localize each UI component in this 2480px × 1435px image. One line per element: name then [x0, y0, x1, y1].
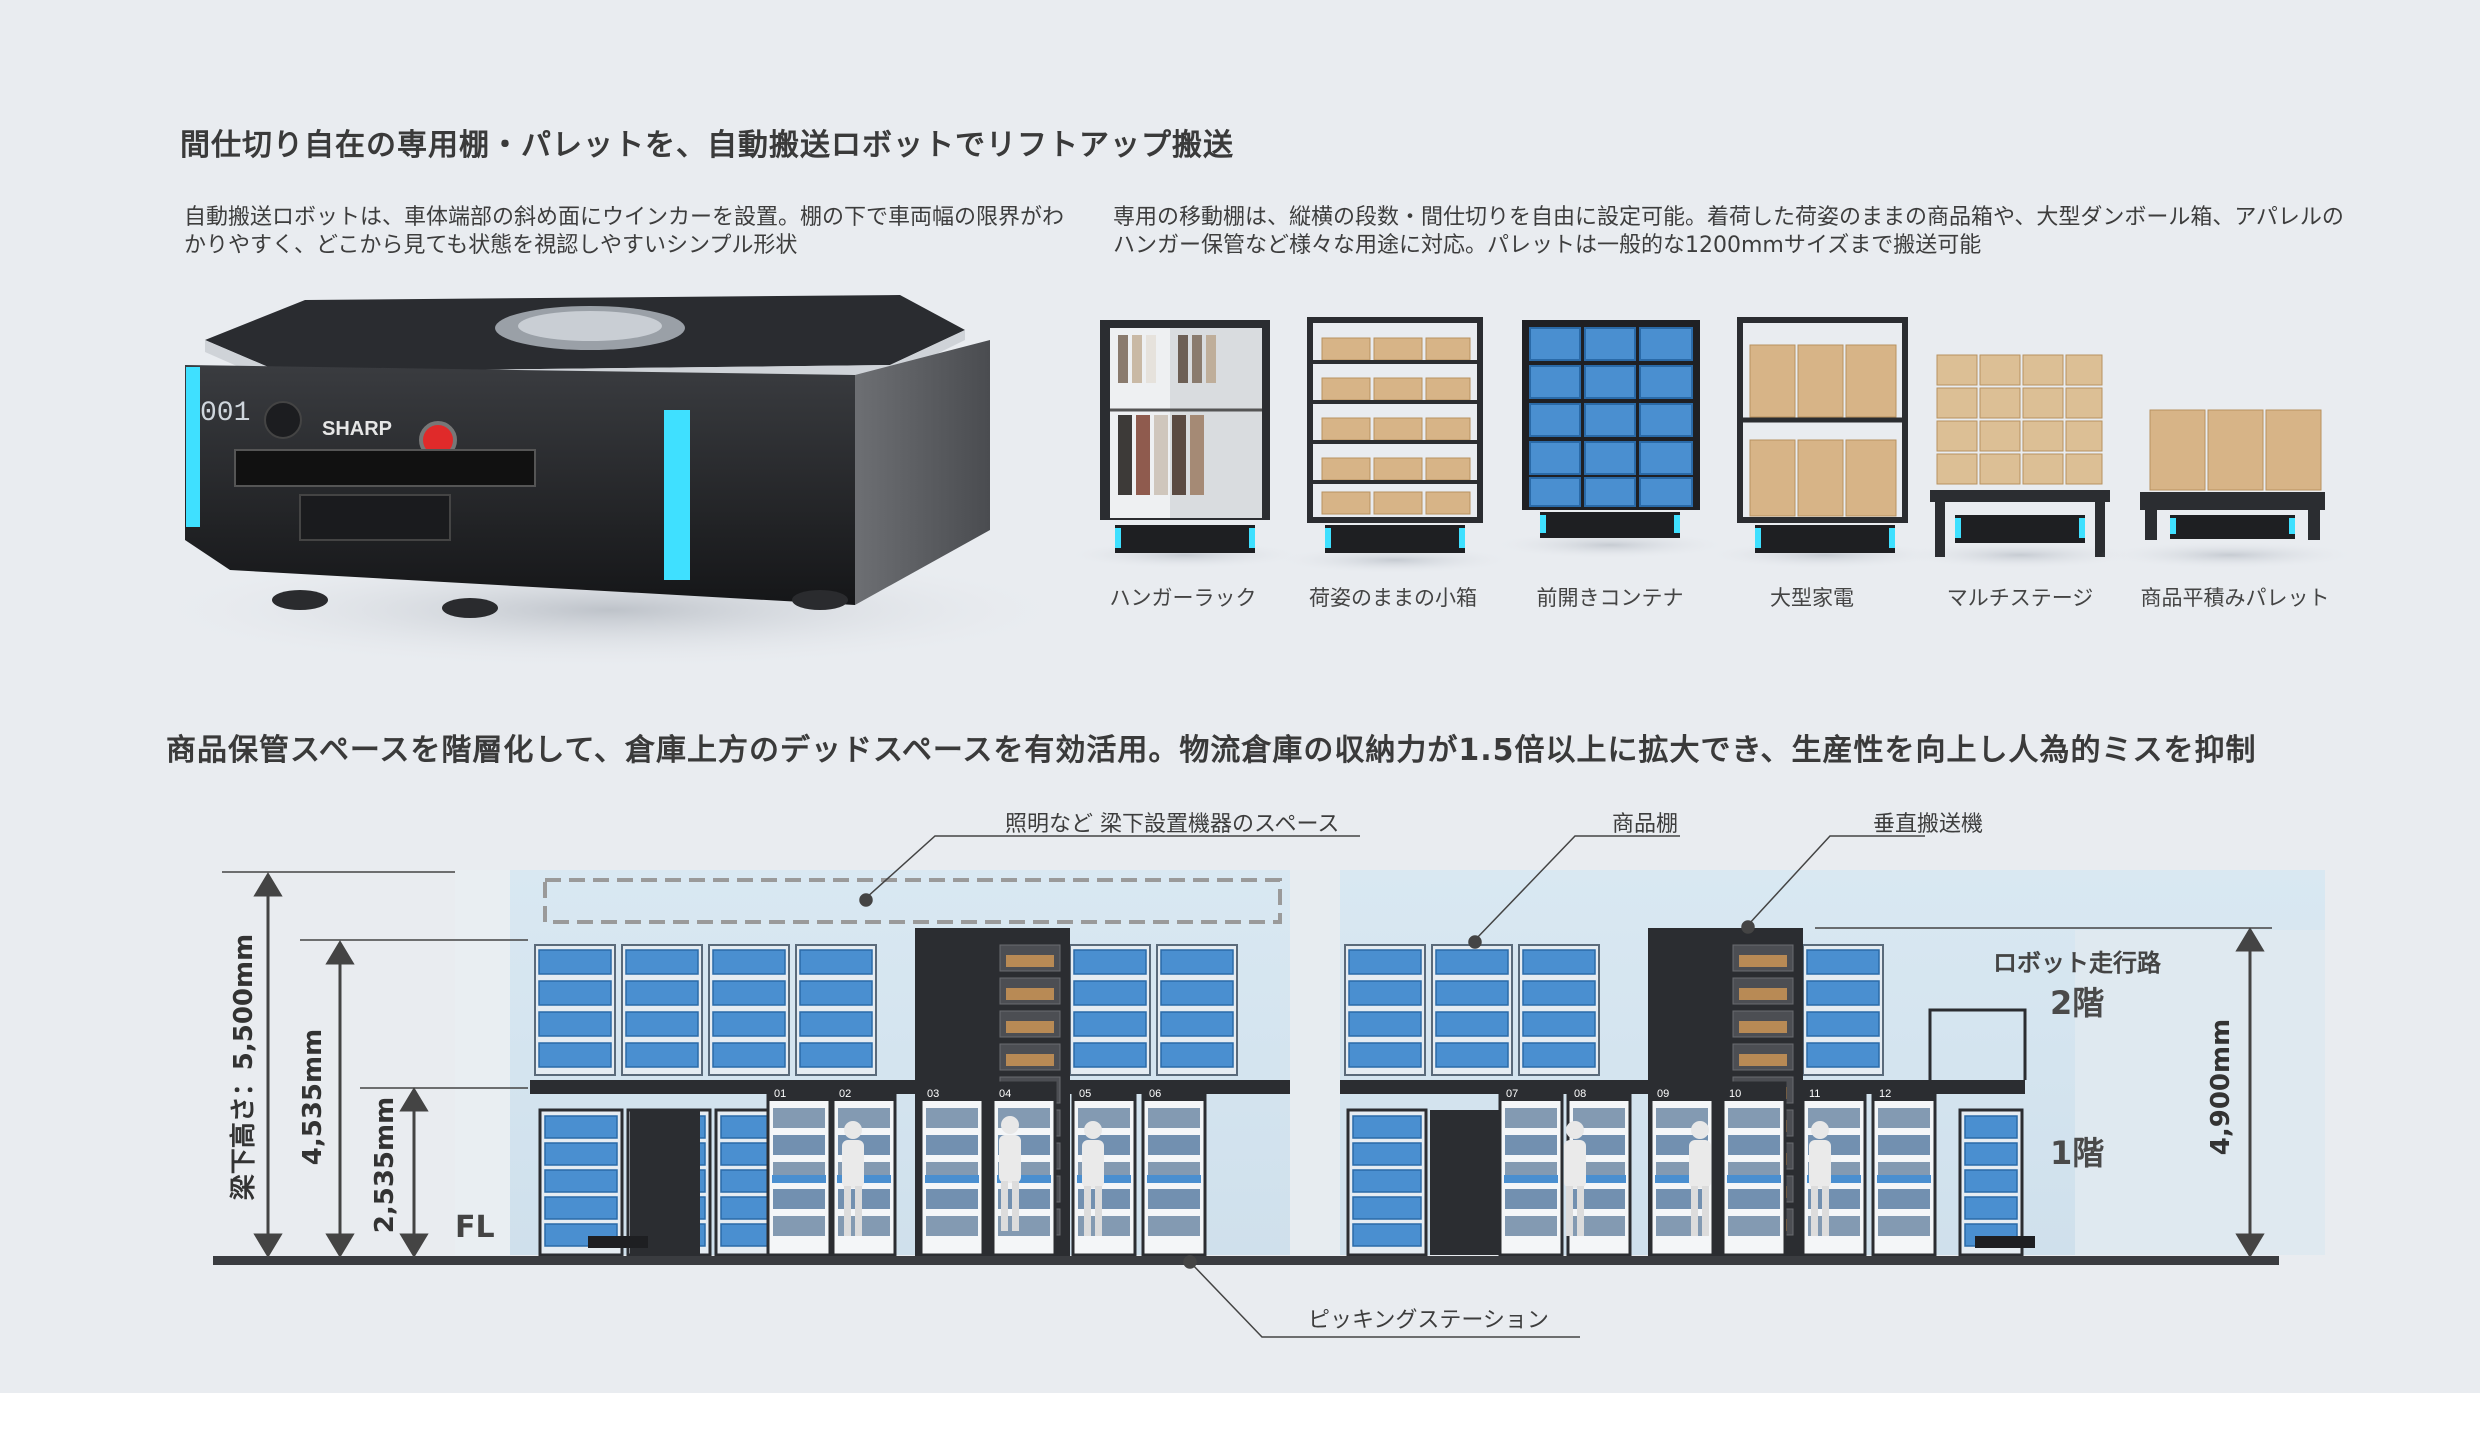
leader-ceiling-space	[865, 835, 1360, 899]
worker-figure	[1082, 1121, 1104, 1236]
callout-picking-station: ピッキングステーション	[1308, 1308, 1549, 1333]
shelf-large-appliances	[1705, 317, 1945, 569]
worker-figure	[1809, 1121, 1831, 1236]
dimension-right-height	[1815, 927, 2272, 1258]
shelf-label-multi-stage: マルチステージ	[1946, 586, 2094, 610]
robot-description: 自動搬送ロボットは、車体端部の斜め面にウインカーを設置。棚の下で車両幅の限界がわ…	[184, 205, 1065, 258]
robot-unit-number: 001	[200, 398, 250, 429]
shelf-flat-pallet	[2100, 409, 2360, 569]
station-number: 09	[1657, 1088, 1669, 1100]
callout-ceiling-space: 照明など 梁下設置機器のスペース	[1005, 812, 1340, 837]
dim-label-right-height: 4,900mm	[2206, 1018, 2236, 1156]
worker-figure	[1564, 1121, 1586, 1236]
shelf-small-boxes	[1275, 317, 1515, 574]
robot-brand-logo: SHARP	[322, 418, 392, 440]
station-number: 12	[1879, 1088, 1891, 1100]
upper-shelves-left	[534, 944, 1238, 1076]
dimension-low-height	[360, 1087, 528, 1258]
worker-figure	[1689, 1121, 1711, 1236]
shelf-multi-stage	[1900, 354, 2140, 569]
lower-shelves	[538, 1108, 2024, 1257]
dimension-mid-height	[300, 939, 528, 1258]
station-number: 06	[1149, 1088, 1161, 1100]
floor-line	[213, 1256, 2279, 1265]
upper-shelves-right	[1344, 944, 1884, 1076]
section-heading-bottom: 商品保管スペースを階層化して、倉庫上方のデッドスペースを有効活用。物流倉庫の収納…	[166, 733, 2257, 768]
station-number: 02	[839, 1088, 851, 1100]
station-number: 05	[1079, 1088, 1091, 1100]
floor-level-label: FL	[455, 1210, 495, 1245]
dim-label-beam-height: 梁下高さ：5,500mm	[229, 933, 259, 1201]
second-floor-label: 2階	[2050, 984, 2105, 1022]
section-heading-top: 間仕切り自在の専用棚・パレットを、自動搬送ロボットでリフトアップ搬送	[180, 128, 1234, 163]
shelf-label-front-open-containers: 前開きコンテナ	[1536, 586, 1684, 610]
shelf-label-small-boxes: 荷姿のままの小箱	[1309, 586, 1477, 610]
dim-label-low-height: 2,535mm	[370, 1096, 400, 1234]
ceiling-equipment-space	[543, 878, 1282, 924]
robot-left-light	[186, 367, 200, 527]
shelf-label-flat-pallet: 商品平積みパレット	[2140, 586, 2330, 610]
shelf-hanger-rack	[1065, 320, 1305, 569]
station-number: 10	[1729, 1088, 1741, 1100]
leader-vertical-conveyor	[1747, 835, 1925, 926]
first-floor-label: 1階	[2050, 1134, 2105, 1172]
callout-product-shelf: 商品棚	[1612, 812, 1679, 837]
dimension-beam-height	[222, 871, 455, 1258]
worker-figure	[842, 1121, 864, 1236]
shelves-description: 専用の移動棚は、縦横の段数・間仕切りを自由に設定可能。着荷した荷姿のままの商品箱…	[1113, 205, 2344, 258]
station-number: 07	[1506, 1088, 1518, 1100]
picking-stations: 01 02 03 04 05 06 07 08 09 10 11 12	[588, 1081, 2035, 1257]
robot-right-light	[664, 410, 690, 580]
leader-product-shelf	[1474, 835, 1680, 941]
station-number: 03	[927, 1088, 939, 1100]
station-number: 08	[1574, 1088, 1586, 1100]
callout-vertical-conveyor: 垂直搬送機	[1873, 812, 1984, 837]
shelf-label-hanger-rack: ハンガーラック	[1109, 586, 1257, 610]
shelf-front-open-containers	[1490, 320, 1730, 559]
station-number: 04	[999, 1088, 1011, 1100]
leader-picking-station	[1189, 1261, 1580, 1338]
dim-label-mid-height: 4,535mm	[298, 1028, 328, 1166]
worker-figure	[999, 1116, 1021, 1231]
station-number: 01	[774, 1088, 786, 1100]
shelf-label-large-appliances: 大型家電	[1770, 586, 1854, 610]
robot-road-label: ロボット走行路	[1993, 949, 2161, 977]
station-number: 11	[1809, 1088, 1820, 1100]
